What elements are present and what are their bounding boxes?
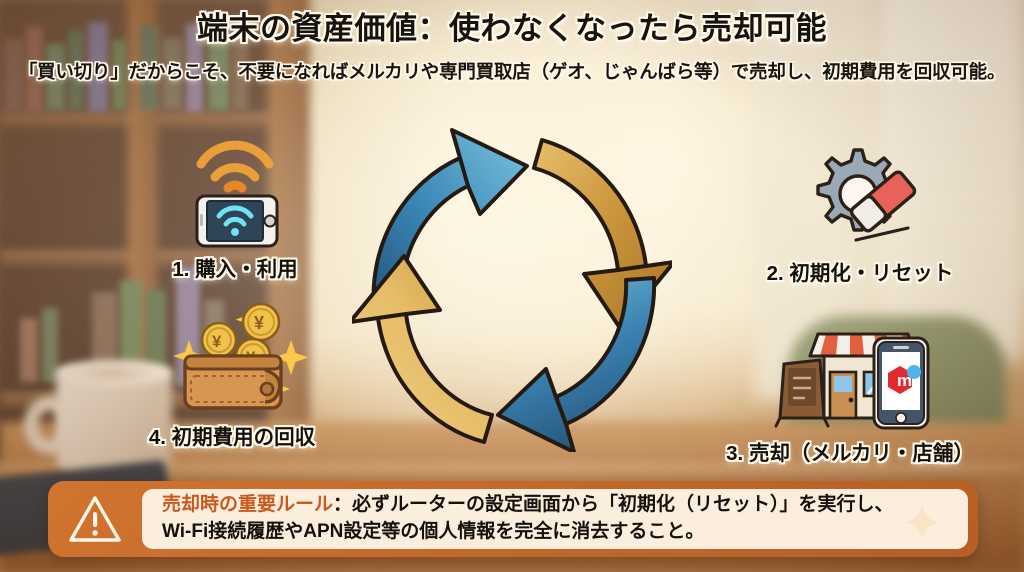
warning-triangle-icon: [48, 494, 142, 544]
warning-line-1: 売却時の重要ルール：必ずルーターの設定画面から「初期化（リセット）」を実行し、: [162, 492, 950, 519]
cycle-step-2-label: 2. 初期化・リセット: [766, 262, 954, 285]
gear-eraser-icon: [710, 132, 1010, 252]
warning-banner-text: 売却時の重要ルール：必ずルーターの設定画面から「初期化（リセット）」を実行し、 …: [142, 489, 968, 549]
svg-text:¥: ¥: [254, 313, 264, 333]
cycle-step-1-label: 1. 購入・利用: [172, 258, 298, 281]
sparkle-icon: [902, 502, 942, 547]
svg-text:¥: ¥: [212, 332, 222, 351]
cycle-step-4-label: 4. 初期費用の回収: [148, 426, 316, 449]
cycle-arrow-bottom-left: [348, 254, 494, 444]
cycle-diagram: [348, 112, 676, 454]
cycle-step-3-label: 3. 売却（メルカリ・店舗）: [726, 442, 974, 465]
cycle-step-4: ¥ ¥ ¥ 4. 初期費用の回収: [82, 296, 382, 450]
cycle-step-1: 1. 購入・利用: [85, 128, 385, 282]
page-subtitle: 「買い切り」だからこそ、不要になればメルカリや専門買取店（ゲオ、じゃんばら等）で…: [18, 60, 1006, 82]
wallet-yen-coins-icon: ¥ ¥ ¥: [82, 296, 382, 416]
cycle-step-2: 2. 初期化・リセット: [710, 132, 1010, 286]
cycle-arrow-bottom-right: [496, 276, 657, 454]
cycle-step-3: m 3. 売却（メルカリ・店舗）: [700, 312, 1000, 466]
warning-heading: 売却時の重要ルール: [162, 494, 334, 516]
shop-mercari-phone-icon: m: [700, 312, 1000, 432]
page-title: 端末の資産価値：使わなくなったら売却可能: [197, 11, 827, 46]
warning-line-1-rest: ：必ずルーターの設定画面から「初期化（リセット）」を実行し、: [333, 494, 894, 516]
warning-line-2: Wi-Fi接続履歴やAPN設定等の個人情報を完全に消去すること。: [162, 521, 705, 542]
smartphone-wifi-icon: [85, 128, 385, 248]
warning-banner: 売却時の重要ルール：必ずルーターの設定画面から「初期化（リセット）」を実行し、 …: [48, 481, 978, 557]
header-block: 端末の資産価値：使わなくなったら売却可能 「買い切り」だからこそ、不要になればメ…: [0, 10, 1024, 84]
